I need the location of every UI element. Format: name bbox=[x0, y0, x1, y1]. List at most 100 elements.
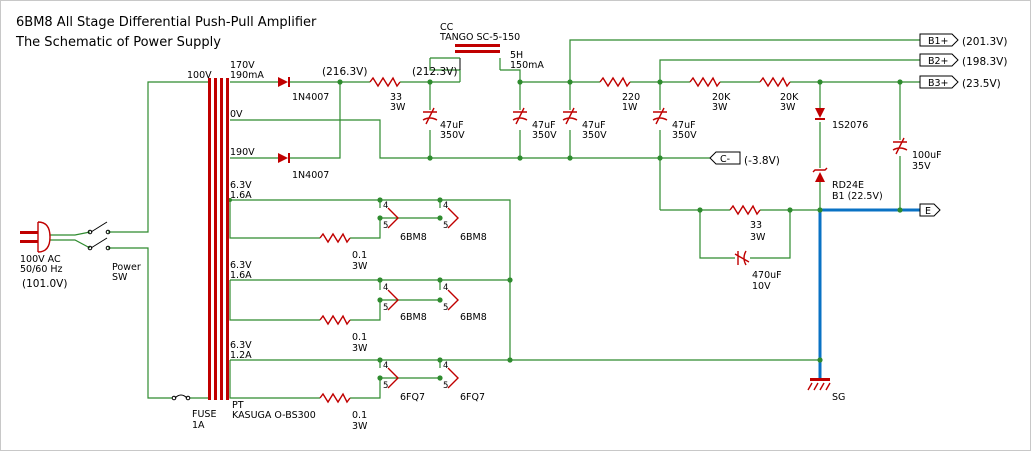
pt-heater1-voltage: 6.3V bbox=[230, 180, 252, 191]
title-line-1: 6BM8 All Stage Differential Push-Pull Am… bbox=[16, 15, 317, 30]
capacitor-c5-icon bbox=[892, 137, 908, 155]
tube-h2a-label: 6BM8 bbox=[400, 312, 427, 323]
power-switch-icon bbox=[87, 221, 111, 251]
rh1-value: 0.1 bbox=[352, 250, 367, 261]
fuse-icon bbox=[171, 394, 191, 401]
r3-value: 20K bbox=[712, 92, 731, 103]
junction-dots bbox=[228, 79, 903, 381]
ground-sg-label: SG bbox=[832, 392, 845, 403]
tube-h1a-pin4: 4 bbox=[383, 201, 388, 211]
c5-value: 100uF bbox=[912, 150, 942, 161]
output-b3-voltage: (23.5V) bbox=[962, 78, 1001, 90]
pt-model-label: KASUGA O-BS300 bbox=[232, 410, 316, 421]
tube-h3b-label: 6FQ7 bbox=[460, 392, 485, 403]
rh2-value: 0.1 bbox=[352, 332, 367, 343]
output-e-label: E bbox=[925, 206, 931, 217]
capacitor-c3-icon bbox=[562, 107, 578, 125]
tube-h2b-label: 6BM8 bbox=[460, 312, 487, 323]
output-b3-label: B3+ bbox=[928, 78, 949, 89]
tube-h2b-pin5: 5 bbox=[443, 303, 448, 313]
ground-icon bbox=[807, 378, 831, 391]
tube-h3b-pin5: 5 bbox=[443, 381, 448, 391]
pt-tap-170: 170V bbox=[230, 60, 255, 71]
pt-heater3-voltage: 6.3V bbox=[230, 340, 252, 351]
input-measured-voltage: (101.0V) bbox=[22, 278, 67, 290]
diode-1-label: 1N4007 bbox=[292, 92, 329, 103]
pt-heater3-current: 1.2A bbox=[230, 350, 252, 361]
resistor-rh2-icon bbox=[319, 314, 351, 326]
tube-h3a-pin5: 5 bbox=[383, 381, 388, 391]
pt-tap-0: 0V bbox=[230, 109, 243, 120]
resistor-r4-icon bbox=[759, 76, 791, 88]
zener-label-2: B1 (22.5V) bbox=[832, 191, 883, 202]
r2-watt: 1W bbox=[622, 102, 638, 113]
capacitor-c6-icon bbox=[734, 250, 750, 266]
pt-primary-label: 100V bbox=[187, 70, 212, 81]
diode-1s2076-label: 1S2076 bbox=[832, 120, 868, 131]
heater-symbols bbox=[387, 207, 459, 389]
output-c-label: C- bbox=[720, 154, 730, 165]
c2-value: 47uF bbox=[532, 120, 556, 131]
zener-label-1: RD24E bbox=[832, 180, 864, 191]
r4-value: 20K bbox=[780, 92, 799, 103]
tube-h1b-pin4: 4 bbox=[443, 201, 448, 211]
c3-voltage: 350V bbox=[582, 130, 607, 141]
input-freq-label: 50/60 Hz bbox=[20, 264, 63, 275]
tube-h2b-pin4: 4 bbox=[443, 283, 448, 293]
c3-value: 47uF bbox=[582, 120, 606, 131]
rh3-watt: 3W bbox=[352, 421, 368, 432]
r3-watt: 3W bbox=[712, 102, 728, 113]
r4-watt: 3W bbox=[780, 102, 796, 113]
rh1-watt: 3W bbox=[352, 261, 368, 272]
fuse-label-2: 1A bbox=[192, 420, 205, 431]
node-voltage-212: (212.3V) bbox=[412, 66, 457, 78]
capacitor-c1-icon bbox=[422, 107, 438, 125]
input-ac-label: 100V AC bbox=[20, 254, 61, 265]
c1-voltage: 350V bbox=[440, 130, 465, 141]
tube-h1a-pin5: 5 bbox=[383, 221, 388, 231]
tube-h1b-pin5: 5 bbox=[443, 221, 448, 231]
capacitor-c4-icon bbox=[652, 107, 668, 125]
rh3-value: 0.1 bbox=[352, 410, 367, 421]
c2-voltage: 350V bbox=[532, 130, 557, 141]
power-switch-label-1: Power bbox=[112, 262, 141, 273]
resistor-rh1-icon bbox=[319, 232, 351, 244]
c5-voltage: 35V bbox=[912, 161, 931, 172]
resistor-r1-icon bbox=[369, 76, 401, 88]
choke-current: 150mA bbox=[510, 60, 544, 71]
choke-inductance: 5H bbox=[510, 50, 523, 61]
fuse-label-1: FUSE bbox=[192, 409, 216, 420]
diode-1s2076-icon bbox=[815, 108, 825, 120]
tube-h3b-pin4: 4 bbox=[443, 361, 448, 371]
title-line-2: The Schematic of Power Supply bbox=[15, 35, 221, 50]
output-tags bbox=[709, 33, 959, 217]
c4-value: 47uF bbox=[672, 120, 696, 131]
output-c-voltage: (-3.8V) bbox=[744, 155, 780, 167]
c6-value: 470uF bbox=[752, 270, 782, 281]
pt-name-label: PT bbox=[232, 400, 244, 411]
output-b2-label: B2+ bbox=[928, 56, 949, 67]
c1-value: 47uF bbox=[440, 120, 464, 131]
tube-h2a-pin4: 4 bbox=[383, 283, 388, 293]
node-voltage-216: (216.3V) bbox=[322, 66, 367, 78]
pt-tap-170-current: 190mA bbox=[230, 70, 264, 81]
r5-value: 33 bbox=[750, 220, 762, 231]
diode-2-icon bbox=[278, 153, 290, 163]
tube-h3a-pin4: 4 bbox=[383, 361, 388, 371]
transformer-icon bbox=[208, 78, 229, 400]
resistor-r5-icon bbox=[729, 204, 761, 216]
pt-tap-190: 190V bbox=[230, 147, 255, 158]
c4-voltage: 350V bbox=[672, 130, 697, 141]
pt-heater2-voltage: 6.3V bbox=[230, 260, 252, 271]
choke-model: TANGO SC-5-150 bbox=[439, 32, 520, 43]
power-switch-label-2: SW bbox=[112, 272, 128, 283]
r1-value: 33 bbox=[390, 92, 402, 103]
c6-voltage: 10V bbox=[752, 281, 771, 292]
zener-rd24e-icon bbox=[812, 167, 828, 182]
rh2-watt: 3W bbox=[352, 343, 368, 354]
diode-2-label: 1N4007 bbox=[292, 170, 329, 181]
tube-h2a-pin5: 5 bbox=[383, 303, 388, 313]
r1-watt: 3W bbox=[390, 102, 406, 113]
